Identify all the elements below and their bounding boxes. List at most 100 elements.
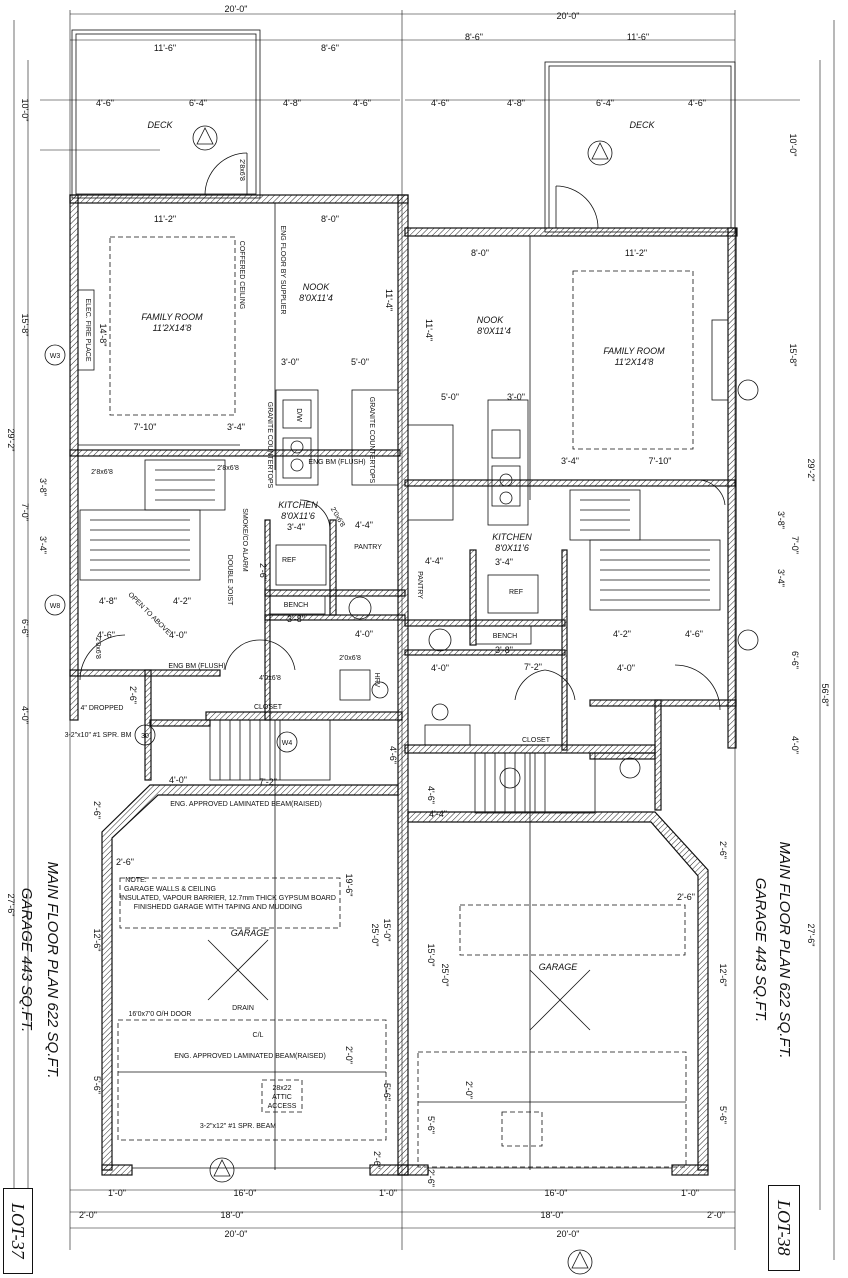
right-inner-dim-18: 25'-0" (440, 964, 450, 987)
left-granite-label-b: GRANITE COUNTERTOPS (368, 397, 375, 484)
left-inner-dim-21: 25'-0" (370, 924, 380, 947)
right-pantry-label: PANTRY (416, 571, 423, 599)
left-inner-dim-18: 2'-6" (128, 686, 138, 704)
left-kitchen-label: KITCHEN (278, 500, 318, 510)
left-door-4068: 4'0x6'8 (259, 675, 281, 682)
right-dim-side-15: 15'-8" (788, 344, 798, 367)
right-exterior-wall (404, 227, 738, 237)
right-garage-wall (407, 811, 709, 1171)
left-attic-3: ACCESS (268, 1103, 297, 1110)
right-dim-bottom-18: 18'-0" (541, 1210, 564, 1220)
right-dim-top-deck: 11'-6" (627, 32, 649, 42)
left-dim-deck-b: 6'-4" (189, 98, 207, 108)
left-attic-2: ATTIC (272, 1094, 292, 1101)
left-inner-dim-11: 4'-2" (173, 596, 191, 606)
left-dim-side-7: 7'-0" (20, 503, 30, 521)
left-dim-side-38: 3'-8" (38, 478, 48, 496)
right-inner-dim-16: 2'-6" (677, 892, 695, 902)
left-garage-wall (101, 784, 399, 1171)
left-inner-dim-15: 4'-0" (355, 629, 373, 639)
left-closet-label: CLOSET (254, 704, 283, 711)
right-dim-bottom-2: 2'-0" (707, 1210, 725, 1220)
left-inner-dim-6: 11'-4" (384, 289, 394, 311)
right-inner-dim-22: 2'-6" (426, 1169, 436, 1187)
right-family-room-label: FAMILY ROOM (603, 346, 665, 356)
left-inner-dim-19: 2'-6" (116, 857, 134, 867)
left-fireplace-label: ELEC. FIRE PLACE (84, 298, 91, 361)
left-drain-label: DRAIN (232, 1005, 254, 1012)
right-dim-bottom-1: 1'-0" (681, 1188, 699, 1198)
left-inner-dim-23: 2'-0" (344, 1046, 354, 1064)
lot-37-label: LOT-37 (3, 1188, 33, 1274)
right-closet-label: CLOSET (522, 737, 551, 744)
left-nook-label: NOOK (303, 282, 331, 292)
left-dim-deck-c: 4'-8" (283, 98, 301, 108)
right-dim-side-7: 7'-0" (790, 536, 800, 554)
left-inner-dim-16: 7'-2" (259, 777, 277, 787)
right-dim-deck-c: 6'-4" (596, 98, 614, 108)
right-inner-dim-6: 11'-4" (424, 319, 434, 341)
left-dim-bottom-16: 16'-0" (234, 1188, 257, 1198)
right-stairs (474, 489, 721, 814)
left-dim-bottom-20: 20'-0" (225, 1229, 248, 1239)
right-garage-label: GARAGE (539, 962, 579, 972)
left-dim-side-56: 5'-6" (92, 1076, 102, 1094)
left-dim-side-34: 3'-4" (38, 536, 48, 554)
right-inner-dim-11: 3'-8" (495, 645, 513, 655)
right-dim-side-10: 10'-0" (788, 134, 798, 157)
right-dim-side-29: 29'-2" (806, 459, 816, 482)
right-plan-subtitle: GARAGE 443 SQ.FT. (752, 878, 769, 1023)
left-hrv-label: HRV (373, 673, 380, 688)
left-granite-label-a: GRANITE COUNTERTOPS (266, 402, 273, 489)
left-inner-dim-0: 11'-2" (154, 214, 176, 224)
left-dropped-label: 4" DROPPED (81, 705, 124, 712)
right-inner-dim-19: 4'-6" (426, 786, 436, 804)
left-door-2868-c: 2'8x6'8 (217, 465, 239, 472)
right-inner-dim-2: 5'-0" (441, 392, 459, 402)
left-door-2868-b: 2'8x6'8 (238, 159, 245, 181)
left-spr-bm-label: 3-2"x10" #1 SPR. BM (65, 732, 132, 739)
left-inner-dim-5: 5'-0" (351, 357, 369, 367)
left-dim-top-deck: 11'-6" (154, 43, 176, 53)
left-inner-dim-7: 14'-8" (98, 324, 108, 347)
right-dim-side-568: 56'-8" (820, 684, 830, 707)
right-inner-dim-21: 5'-6" (426, 1116, 436, 1134)
right-dim-side-40: 4'-0" (790, 736, 800, 754)
right-ref-label: REF (509, 589, 523, 596)
left-cl-label: C/L (253, 1032, 264, 1039)
left-dim-deck-d: 4'-6" (353, 98, 371, 108)
left-eng-bm-flush-b: ENG BM (FLUSH) (168, 663, 225, 670)
left-dim-top-overall: 20'-0" (225, 4, 248, 14)
left-eng-floor-label: ENG FLOOR BY SUPPLIER (279, 226, 286, 315)
right-inner-dim-17: 15'-0" (426, 944, 436, 967)
right-plan-title: MAIN FLOOR PLAN 622 SQ.FT. (776, 841, 793, 1058)
left-smoke-alarm-label: SMOKE/CO ALARM (241, 508, 248, 572)
right-nook-size: 8'0X11'4 (477, 326, 511, 336)
left-inner-dim-17: 4'-0" (169, 775, 187, 785)
left-exterior-wall (69, 194, 409, 204)
left-inner-dim-9: 2'-6" (258, 563, 268, 581)
right-bench-label: BENCH (493, 633, 518, 640)
left-nook-size: 8'0X11'4 (299, 293, 333, 303)
right-dim-side-38: 3'-8" (776, 511, 786, 529)
left-inner-dim-14: 3'-8" (287, 614, 305, 624)
left-ref-label: REF (282, 557, 296, 564)
right-dim-side-56: 5'-6" (718, 1106, 728, 1124)
left-note-line-2: INSULATED, VAPOUR BARRIER, 12.7mm THICK … (120, 895, 336, 902)
left-inner-dim-26: 5'-6" (382, 1083, 392, 1101)
right-dim-deck-d: 4'-6" (688, 98, 706, 108)
left-deck (71, 29, 261, 199)
right-dim-top-overall: 20'-0" (557, 11, 580, 21)
left-w8-marker: W8 (50, 603, 61, 610)
right-dim-top-left: 8'-6" (465, 32, 483, 42)
left-dim-side-40: 4'-0" (20, 706, 30, 724)
left-stairs (79, 459, 331, 781)
left-dim-side-15: 15'-8" (20, 314, 30, 337)
plan-text-layer: 20'-0" 11'-6" 8'-6" 4'-6" 6'-4" 4'-8" 4'-6" 10'… (6, 4, 830, 1239)
right-dim-side-26: 2'-6" (718, 841, 728, 859)
left-eng-bm-flush-a: ENG BM (FLUSH) (308, 459, 365, 466)
left-kitchen-size: 8'0X11'6 (281, 511, 315, 521)
right-inner-dim-0: 8'-0" (471, 248, 489, 258)
left-open-to-above-label: OPEN TO ABOVE (126, 591, 171, 636)
